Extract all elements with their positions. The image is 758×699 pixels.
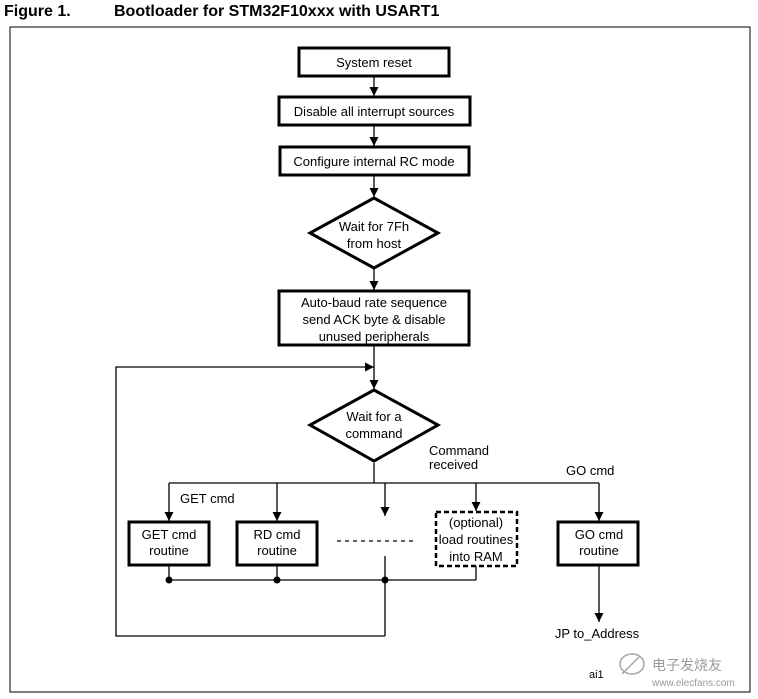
- optional-routine-label-line3: into RAM: [449, 549, 502, 564]
- node-wait-7fh: [306, 196, 442, 270]
- node-disable-interrupts: [277, 95, 472, 127]
- wait-command-label-line1: Wait for a: [346, 409, 402, 424]
- autobaud-label-line3: unused peripherals: [319, 329, 430, 344]
- figure-title: Bootloader for STM32F10xxx with USART1: [114, 3, 440, 20]
- rd-routine-label-line1: RD cmd: [254, 527, 301, 542]
- command-received-label-line2: received: [429, 457, 478, 472]
- get-routine-label-line1: GET cmd: [142, 527, 197, 542]
- node-configure-rc: [278, 145, 471, 177]
- junction-dot: [165, 576, 173, 584]
- junction-dot: [273, 576, 281, 584]
- optional-routine-label-line1: (optional): [449, 515, 503, 530]
- node-autobaud: [277, 289, 471, 347]
- wait-7fh-label-line1: Wait for 7Fh: [339, 219, 409, 234]
- figure-id: ai1: [589, 669, 604, 681]
- autobaud-label-line2: send ACK byte & disable: [302, 312, 445, 327]
- command-received-label-line1: Command: [429, 443, 489, 458]
- autobaud-label-line1: Auto-baud rate sequence: [301, 295, 447, 310]
- go-routine-label-line2: routine: [579, 543, 619, 558]
- disable-interrupts-label: Disable all interrupt sources: [294, 104, 455, 119]
- node-wait-command: [306, 388, 442, 463]
- node-get-routine: [127, 520, 211, 567]
- junction-dots: [165, 576, 389, 584]
- node-rd-routine: [235, 520, 319, 567]
- watermark-url: www.elecfans.com: [651, 678, 735, 689]
- go-routine-label-line1: GO cmd: [575, 527, 623, 542]
- configure-rc-label: Configure internal RC mode: [293, 154, 454, 169]
- node-go-routine: [556, 520, 640, 567]
- get-routine-label-line2: routine: [149, 543, 189, 558]
- optional-routine-label-line2: load routines: [439, 532, 514, 547]
- node-system-reset: [297, 46, 451, 78]
- loop-back-line: [115, 362, 385, 637]
- jump-label: JP to_Address: [555, 626, 640, 641]
- system-reset-label: System reset: [336, 55, 412, 70]
- get-cmd-edge-label: GET cmd: [180, 491, 235, 506]
- node-optional-routine: [434, 510, 519, 568]
- go-cmd-edge-label: GO cmd: [566, 463, 614, 478]
- wait-command-label-line2: command: [345, 426, 402, 441]
- flow-connectors: [115, 76, 604, 637]
- watermark-text: 电子发烧友: [652, 657, 722, 673]
- watermark-logo: [619, 653, 645, 675]
- junction-dot: [381, 576, 389, 584]
- figure-header: Figure 1. Bootloader for STM32F10xxx wit…: [0, 0, 758, 26]
- figure-number: Figure 1.: [4, 3, 71, 20]
- figure-frame: [9, 26, 751, 693]
- wait-7fh-label-line2: from host: [347, 236, 402, 251]
- rd-routine-label-line2: routine: [257, 543, 297, 558]
